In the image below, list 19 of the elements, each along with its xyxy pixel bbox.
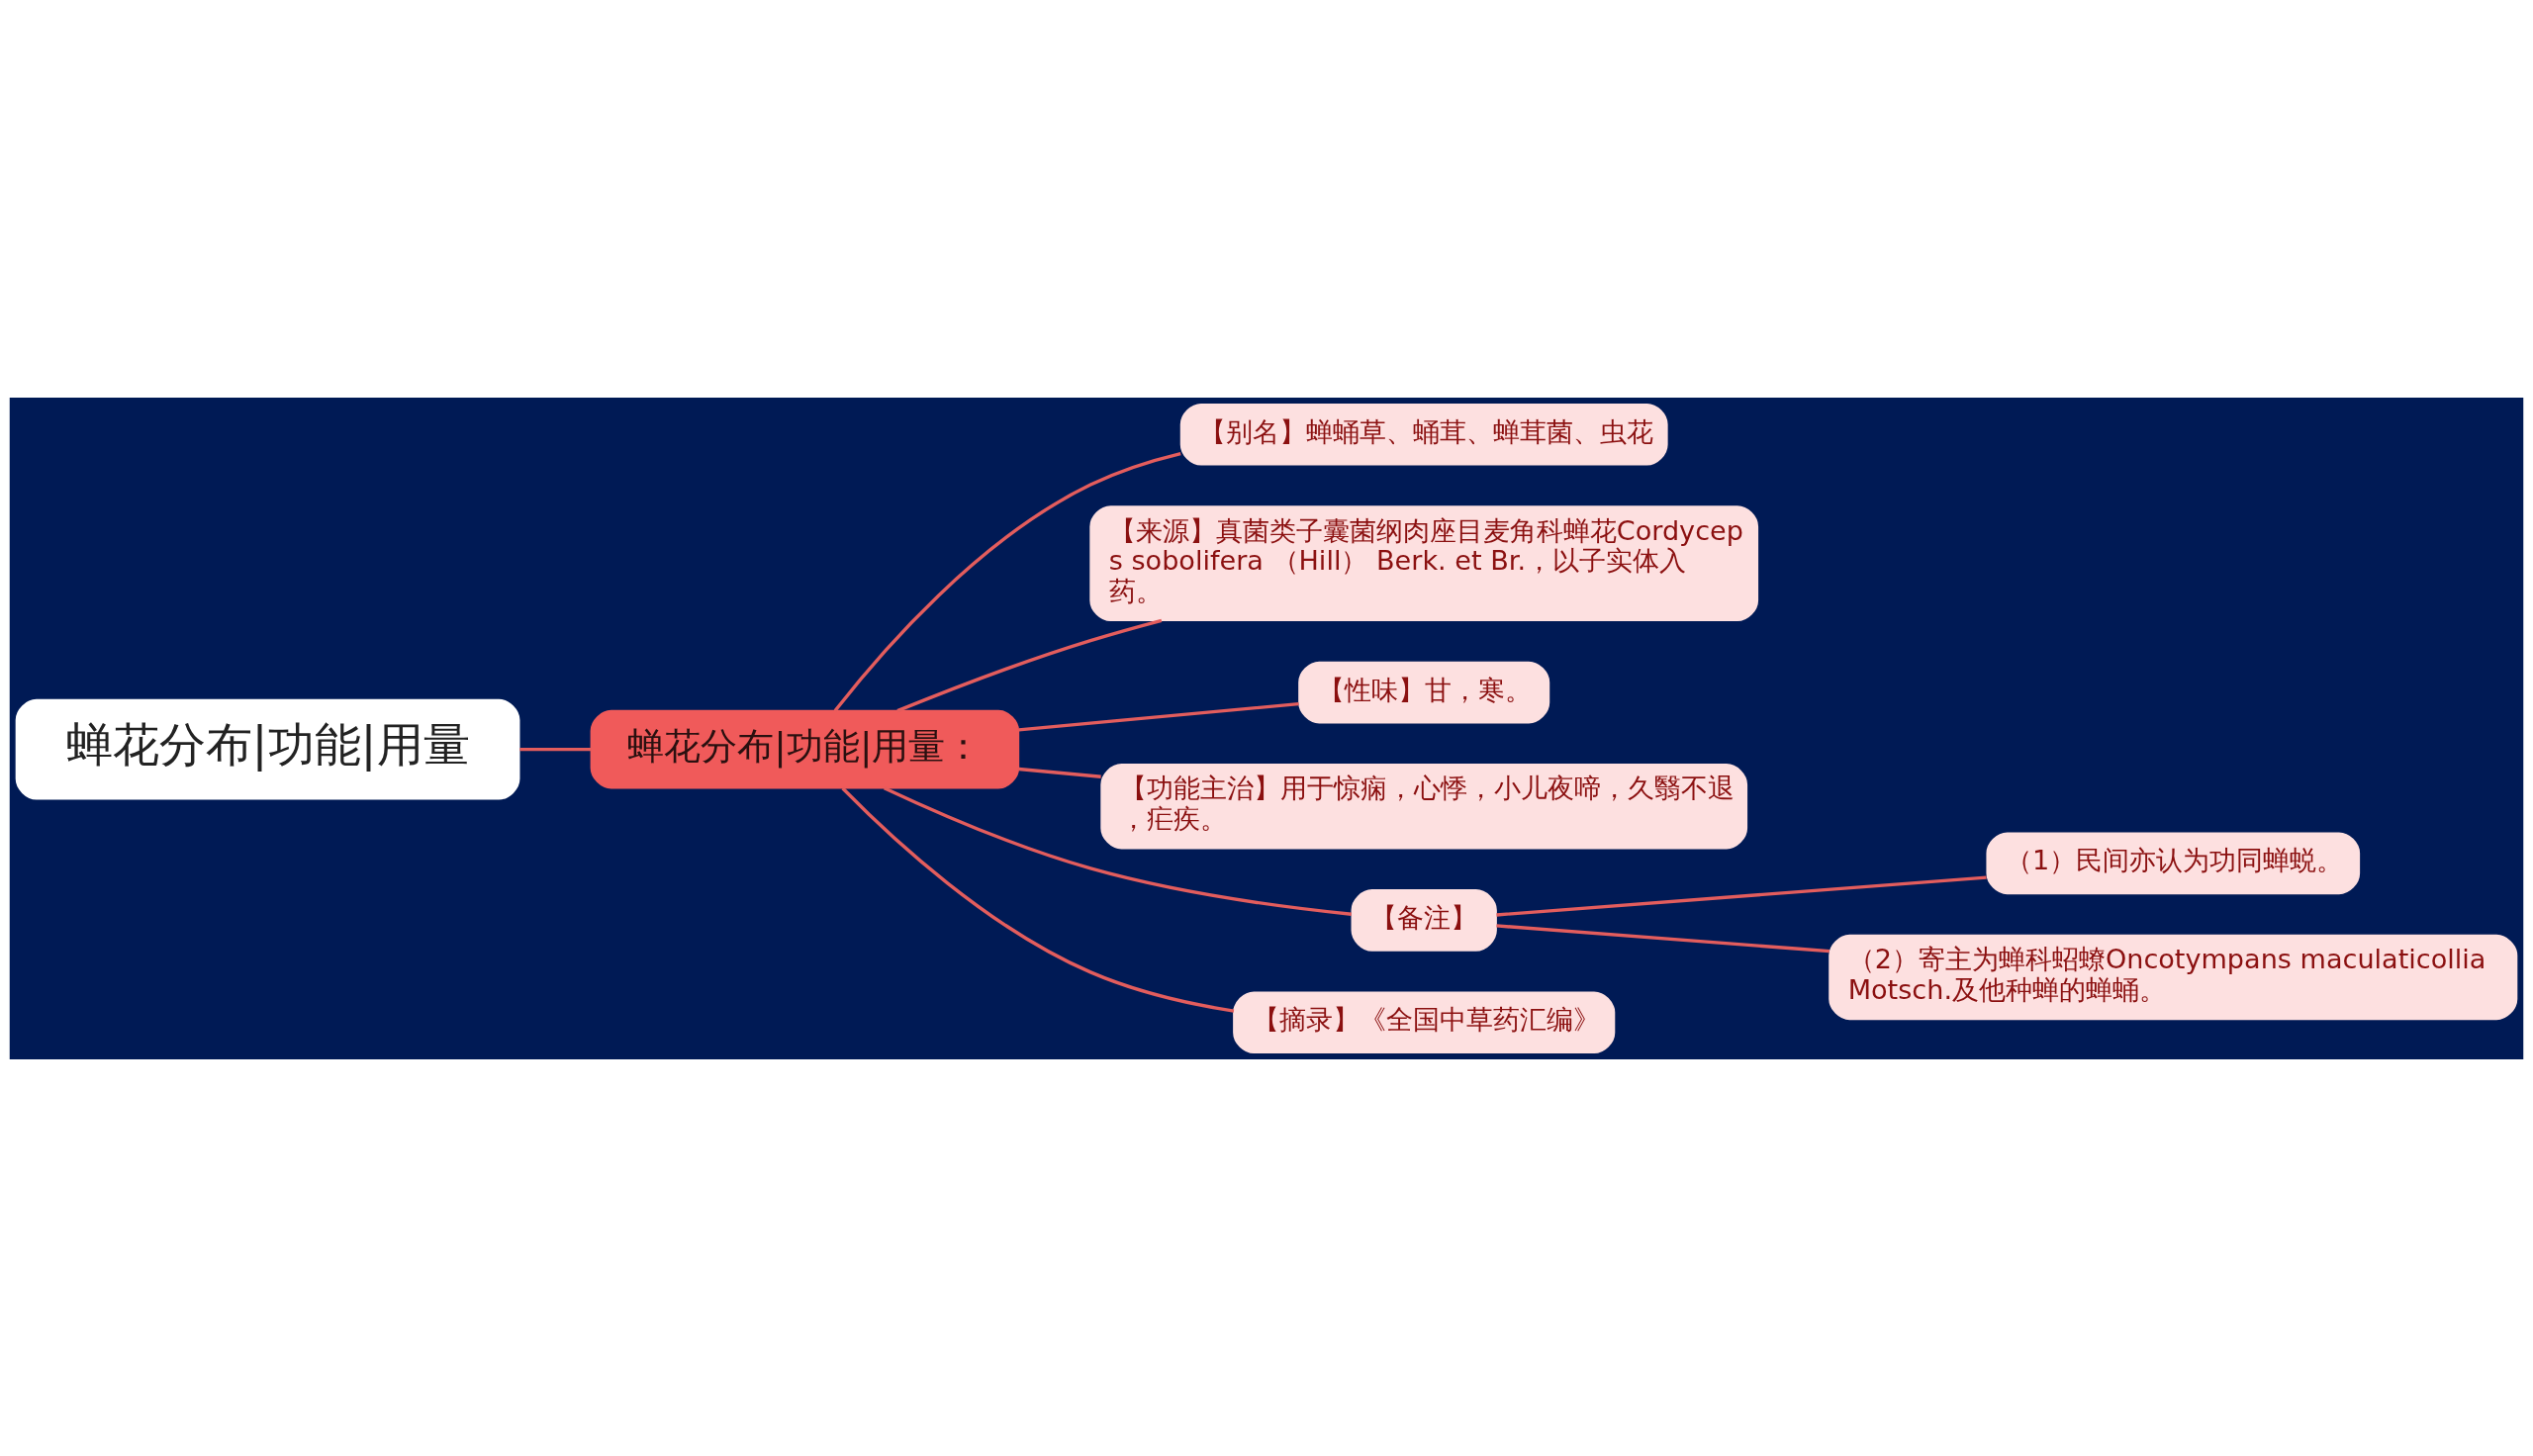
node-box: 【来源】真菌类子囊菌纲肉座目麦角科蝉花Cordyceps sobolifera （Hill） Berk. et Br.，以子实体入药。: [1089, 504, 1759, 621]
connector: [1018, 701, 1299, 731]
connector: [519, 747, 592, 751]
node-box: 蝉花分布|功能|用量: [15, 698, 520, 799]
node-box: 【摘录】《全国中草药汇编》: [1233, 990, 1616, 1053]
node-box: （1）民间亦认为功同蝉蜕。: [1986, 832, 2361, 894]
node-box: 【备注】: [1351, 888, 1497, 952]
connector: [1018, 767, 1101, 778]
connector: [896, 618, 1163, 712]
connector: [883, 785, 1352, 916]
connector: [833, 451, 1181, 712]
node-box: 蝉花分布|功能|用量：: [590, 709, 1020, 788]
connector: [1496, 874, 1987, 917]
node-box: 【别名】蝉蛹草、蛹茸、蝉茸菌、虫花: [1179, 403, 1668, 466]
connector: [841, 786, 1235, 1013]
node-box: 【性味】甘，寒。: [1298, 661, 1550, 723]
node-box: 【功能主治】用于惊痫，心悸，小儿夜啼，久翳不退，疟疾。: [1100, 763, 1748, 849]
node-box: （2）寄主为蝉科蛁蟟Oncotympans maculaticollia Motsch.及他种蝉的蝉蛹。: [1829, 934, 2518, 1020]
connector: [1496, 923, 1830, 953]
